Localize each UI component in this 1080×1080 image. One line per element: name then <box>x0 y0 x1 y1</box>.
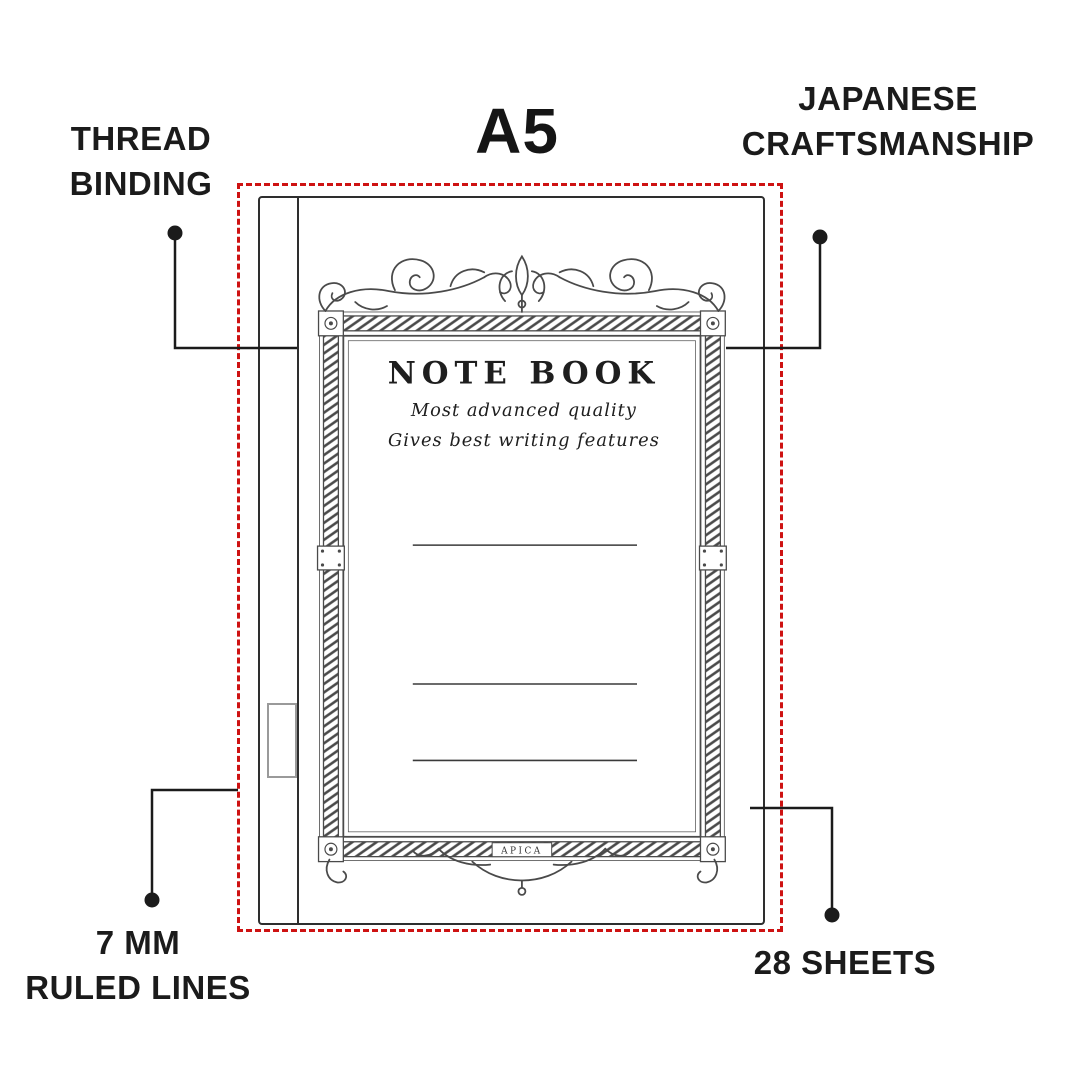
spine-sticker <box>267 703 297 778</box>
frame-inner-hairline <box>347 340 696 833</box>
callout-label-line: RULED LINES <box>25 969 251 1006</box>
frame-bottom-ornament-center <box>471 860 573 896</box>
callout-label-craftsmanship: JAPANESE CRAFTSMANSHIP <box>731 76 1045 166</box>
frame-braid-border <box>322 315 721 858</box>
frame-clasp-rivets <box>320 549 723 567</box>
frame-corner-dots <box>328 321 715 852</box>
frame-top-ornament-center <box>498 254 546 313</box>
frame-top-ornament-left <box>318 258 512 312</box>
notebook-spine <box>297 198 299 923</box>
callout-label-line: 7 MM <box>95 924 181 961</box>
callout-dot-sheets <box>824 907 840 923</box>
frame-inner-line <box>342 334 702 838</box>
callout-dot-thread-binding <box>167 225 183 241</box>
callout-label-line: CRAFTSMANSHIP <box>741 125 1035 162</box>
writing-lines <box>412 544 638 762</box>
frame-corner-medallions <box>317 310 726 863</box>
callout-label-line: 28 SHEETS <box>753 944 937 981</box>
callout-label-line: JAPANESE <box>798 80 978 117</box>
notebook-title: NOTE BOOK <box>388 355 660 391</box>
callout-label-ruled-lines: 7 MM RULED LINES <box>15 920 261 1010</box>
callout-label-sheets: 28 SHEETS <box>723 940 967 985</box>
callout-label-line: BINDING <box>69 165 213 202</box>
size-label: A5 <box>475 95 559 167</box>
frame-side-clasps <box>316 545 727 571</box>
frame-top-ornament-right <box>532 258 726 312</box>
highlight-dashed-border <box>237 183 783 932</box>
callout-label-line: THREAD <box>70 120 212 157</box>
callout-line-ruled-lines <box>150 788 238 900</box>
notebook-tagline-1: Most advanced quality <box>410 400 637 421</box>
brand-cartouche <box>491 842 553 858</box>
callout-dot-ruled-lines <box>144 892 160 908</box>
callout-label-thread-binding: THREAD BINDING <box>36 116 246 206</box>
callout-dot-craftsmanship <box>812 229 828 245</box>
brand-text: APICA <box>500 847 543 857</box>
frame-outer-hairline <box>319 311 725 862</box>
notebook-cover-art: APICA NOTE BOOK Most advanced quality Gi… <box>316 254 727 896</box>
frame-corner-rosettes <box>324 316 720 856</box>
notebook-cover: APICA NOTE BOOK Most advanced quality Gi… <box>258 196 765 925</box>
frame-bottom-ornament-left <box>325 847 492 884</box>
notebook-tagline-2: Gives best writing features <box>388 430 660 451</box>
